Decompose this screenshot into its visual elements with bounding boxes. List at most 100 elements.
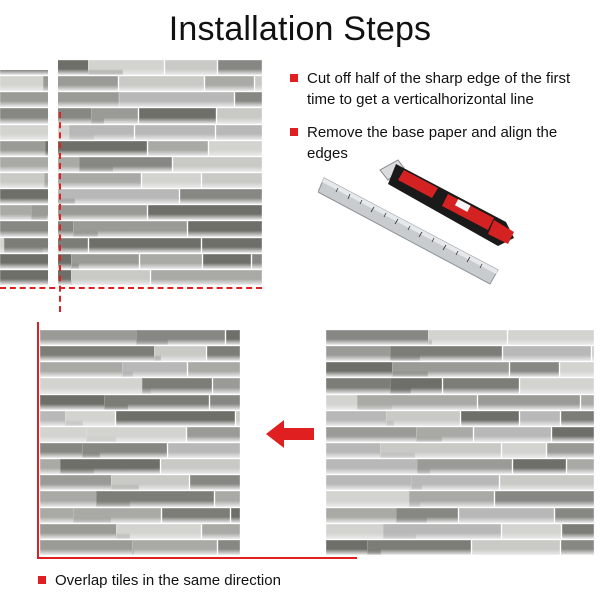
stone-tile-strip	[201, 237, 262, 253]
stone-tile-strip	[164, 60, 218, 76]
stone-tile-strip	[501, 523, 561, 539]
stone-tile-strip	[122, 362, 188, 378]
stone-tile-strip	[326, 459, 431, 475]
stone-tile-strip	[509, 362, 559, 378]
stone-tile-strip	[546, 443, 594, 459]
stone-tile-strip	[40, 362, 134, 378]
stone-tile-strip	[472, 539, 560, 555]
stone-tile-strip	[383, 523, 501, 539]
stone-tile-strip	[386, 410, 460, 426]
stone-tile-strip	[417, 459, 512, 475]
stone-tile-strip	[168, 443, 240, 459]
vertical-cut-guide	[59, 112, 61, 312]
stone-tile-strip	[512, 459, 567, 475]
stone-tile-strip	[442, 378, 520, 394]
stone-tile-strip	[503, 346, 591, 362]
stone-tile-strip	[42, 76, 119, 92]
stone-tile-strip	[411, 475, 500, 491]
stone-tile-strip	[408, 491, 495, 507]
stone-tile-strip	[64, 410, 115, 426]
stone-tile-strip	[218, 60, 262, 76]
stone-tile-strip	[213, 378, 240, 394]
step-2-text: Remove the base paper and align the edge…	[307, 124, 558, 162]
horizontal-cut-guide	[0, 287, 262, 289]
stone-tile-strip	[255, 76, 262, 92]
stone-tile-strip	[110, 475, 189, 491]
stone-tile-strip	[379, 443, 502, 459]
stone-tile-strip	[135, 124, 216, 140]
stone-tile-strip	[141, 173, 202, 189]
stone-tile-strip	[391, 362, 509, 378]
stone-tile-strip	[215, 491, 240, 507]
stone-tile-strip	[560, 539, 594, 555]
stone-tile-strip	[326, 475, 422, 491]
stone-tile-strip	[118, 92, 234, 108]
wall-corner-vertical-line	[37, 322, 39, 559]
stone-tile-strip	[226, 330, 240, 346]
stone-tile-strip	[204, 76, 255, 92]
stone-tile-strip	[40, 378, 151, 394]
stone-tile-strip	[0, 92, 119, 108]
step-3-text: Overlap tiles in the same direction	[55, 572, 281, 589]
stone-tile-strip	[89, 237, 201, 253]
stone-tile-strip	[88, 60, 164, 76]
stone-tile-strip	[141, 378, 213, 394]
stone-tile-strip	[104, 394, 209, 410]
stone-tile-strip	[0, 76, 51, 92]
stone-tile-strip	[326, 491, 420, 507]
stone-tile-strip	[40, 346, 161, 362]
stone-tile-strip	[427, 330, 508, 346]
stone-tile-strip	[326, 378, 411, 394]
bullet-square-icon	[290, 128, 298, 136]
stone-tile-strip	[567, 459, 594, 475]
stone-tile-strip	[520, 378, 594, 394]
stone-tile-strip	[54, 189, 180, 205]
stone-tile-strip	[554, 507, 594, 523]
step-1: Cut off half of the sharp edge of the fi…	[290, 68, 590, 110]
tile-panel-new	[326, 330, 594, 556]
stone-tile-strip	[115, 410, 235, 426]
stone-tile-strip	[73, 221, 187, 237]
cut-gap	[48, 60, 58, 286]
stone-tile-strip	[82, 443, 168, 459]
stone-tile-strip	[326, 410, 394, 426]
step-1-text: Cut off half of the sharp edge of the fi…	[307, 70, 571, 108]
stone-tile-strip	[161, 507, 231, 523]
stone-tile-strip	[474, 426, 551, 442]
stone-tile-strip	[326, 426, 442, 442]
stone-tile-strip	[495, 491, 594, 507]
stone-tile-strip	[135, 330, 226, 346]
stone-tile-strip	[390, 346, 503, 362]
stone-tile-strip	[458, 507, 554, 523]
stone-tile-strip	[591, 346, 594, 362]
wall-corner-horizontal-line	[37, 557, 357, 559]
stone-tile-strip	[71, 269, 150, 285]
stone-tile-strip	[0, 269, 72, 285]
page-title: Installation Steps	[168, 10, 432, 48]
stone-tile-strip	[148, 205, 262, 221]
stone-tile-strip	[78, 156, 172, 172]
utility-knife-icon	[379, 159, 514, 246]
stone-tile-strip	[0, 253, 80, 269]
stone-tile-strip	[116, 523, 201, 539]
stone-tile-strip	[231, 507, 240, 523]
stone-tile-strip	[187, 221, 262, 237]
stone-tile-strip	[202, 173, 262, 189]
stone-tile-strip	[150, 269, 262, 285]
steel-ruler-icon	[318, 177, 499, 285]
stone-tile-strip	[461, 410, 519, 426]
stone-tile-strip	[519, 410, 561, 426]
tile-panel-top	[0, 60, 262, 286]
stone-tile-strip	[90, 108, 139, 124]
stone-tile-strip	[119, 76, 204, 92]
stone-tile-strip	[85, 426, 186, 442]
stone-tile-strip	[234, 92, 262, 108]
stone-tile-strip	[216, 108, 262, 124]
stone-tile-strip	[180, 189, 262, 205]
stone-tile-strip	[172, 156, 262, 172]
stone-tile-strip	[139, 253, 202, 269]
bullet-square-icon	[290, 74, 298, 82]
stone-tile-strip	[132, 539, 218, 555]
tile-panel-installed	[40, 330, 240, 556]
stone-tile-strip	[40, 539, 135, 555]
